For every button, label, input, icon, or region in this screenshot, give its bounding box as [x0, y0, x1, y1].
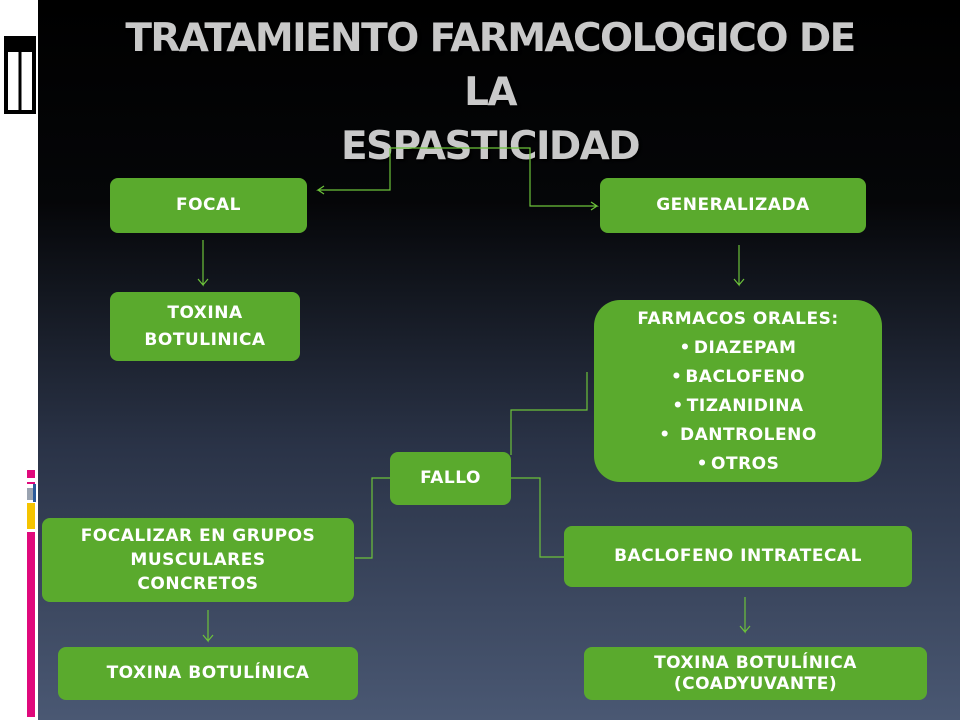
- deco-bar-pink-3: [27, 532, 35, 717]
- connector-fallo-to-focalizar: [355, 477, 390, 559]
- deco-bar-pink-1: [27, 470, 35, 478]
- node-intratecal-label: BACLOFENO INTRATECAL: [614, 546, 862, 566]
- farmacos-item: BACLOFENO: [671, 363, 805, 392]
- farmacos-item: OTROS: [697, 450, 780, 479]
- farmacos-item: DANTROLENO: [659, 421, 817, 450]
- farmacos-item: DIAZEPAM: [680, 334, 797, 363]
- deco-bar-blue: [33, 484, 36, 502]
- farmacos-heading: FARMACOS ORALES:: [637, 309, 839, 329]
- node-focal: FOCAL: [110, 178, 307, 233]
- node-coadyuvante-line-2: (COADYUVANTE): [673, 673, 838, 694]
- farmacos-item: TIZANIDINA: [672, 392, 803, 421]
- deco-bar-yellow: [27, 503, 35, 529]
- connector-farmacos-to-fallo: [510, 372, 588, 455]
- node-fallo: FALLO: [390, 452, 511, 505]
- window-icon: [4, 36, 36, 114]
- node-toxina-1-line-1: TOXINA: [167, 302, 243, 323]
- node-generalizada-label: GENERALIZADA: [656, 195, 810, 215]
- node-focalizar-line-1: FOCALIZAR EN GRUPOS: [80, 526, 316, 546]
- connector-fallo-to-intratecal: [510, 477, 564, 558]
- arrow-generalizada-to-farmacos: [733, 245, 745, 287]
- node-toxina-1-line-2: BOTULINICA: [144, 329, 266, 350]
- deco-icon-window: [0, 30, 38, 120]
- node-baclofeno-intratecal: BACLOFENO INTRATECAL: [564, 526, 912, 587]
- connector-top-to-generalizada: [390, 147, 599, 211]
- node-farmacos-orales: FARMACOS ORALES: DIAZEPAM BACLOFENO TIZA…: [594, 300, 882, 482]
- node-fallo-label: FALLO: [420, 468, 481, 488]
- deco-bar-gray: [27, 488, 35, 500]
- node-toxina-botulinica-2: TOXINA BOTULÍNICA: [58, 647, 358, 700]
- title-line-2: ESPASTICIDAD: [341, 124, 641, 169]
- arrow-intratecal-to-coadyuvante: [739, 597, 751, 634]
- page-title: TRATAMIENTO FARMACOLOGICO DE LA ESPASTIC…: [100, 12, 880, 174]
- node-coadyuvante-line-1: TOXINA BOTULÍNICA: [654, 652, 857, 673]
- arrow-focalizar-to-toxina: [202, 610, 214, 643]
- node-toxina-2-label: TOXINA BOTULÍNICA: [106, 663, 310, 683]
- node-generalizada: GENERALIZADA: [600, 178, 866, 233]
- node-toxina-coadyuvante: TOXINA BOTULÍNICA (COADYUVANTE): [584, 647, 927, 700]
- title-line-1: TRATAMIENTO FARMACOLOGICO DE LA: [125, 16, 856, 115]
- deco-bar-pink-2: [27, 482, 35, 484]
- node-toxina-botulinica-1: TOXINA BOTULINICA: [110, 292, 300, 361]
- node-focalizar: FOCALIZAR EN GRUPOS MUSCULARES CONCRETOS: [42, 518, 354, 602]
- node-focalizar-line-3: CONCRETOS: [137, 574, 259, 594]
- arrow-focal-to-toxina: [197, 240, 209, 287]
- node-focal-label: FOCAL: [175, 195, 242, 215]
- node-focalizar-line-2: MUSCULARES: [130, 550, 266, 570]
- connector-top-to-focal: [316, 148, 391, 195]
